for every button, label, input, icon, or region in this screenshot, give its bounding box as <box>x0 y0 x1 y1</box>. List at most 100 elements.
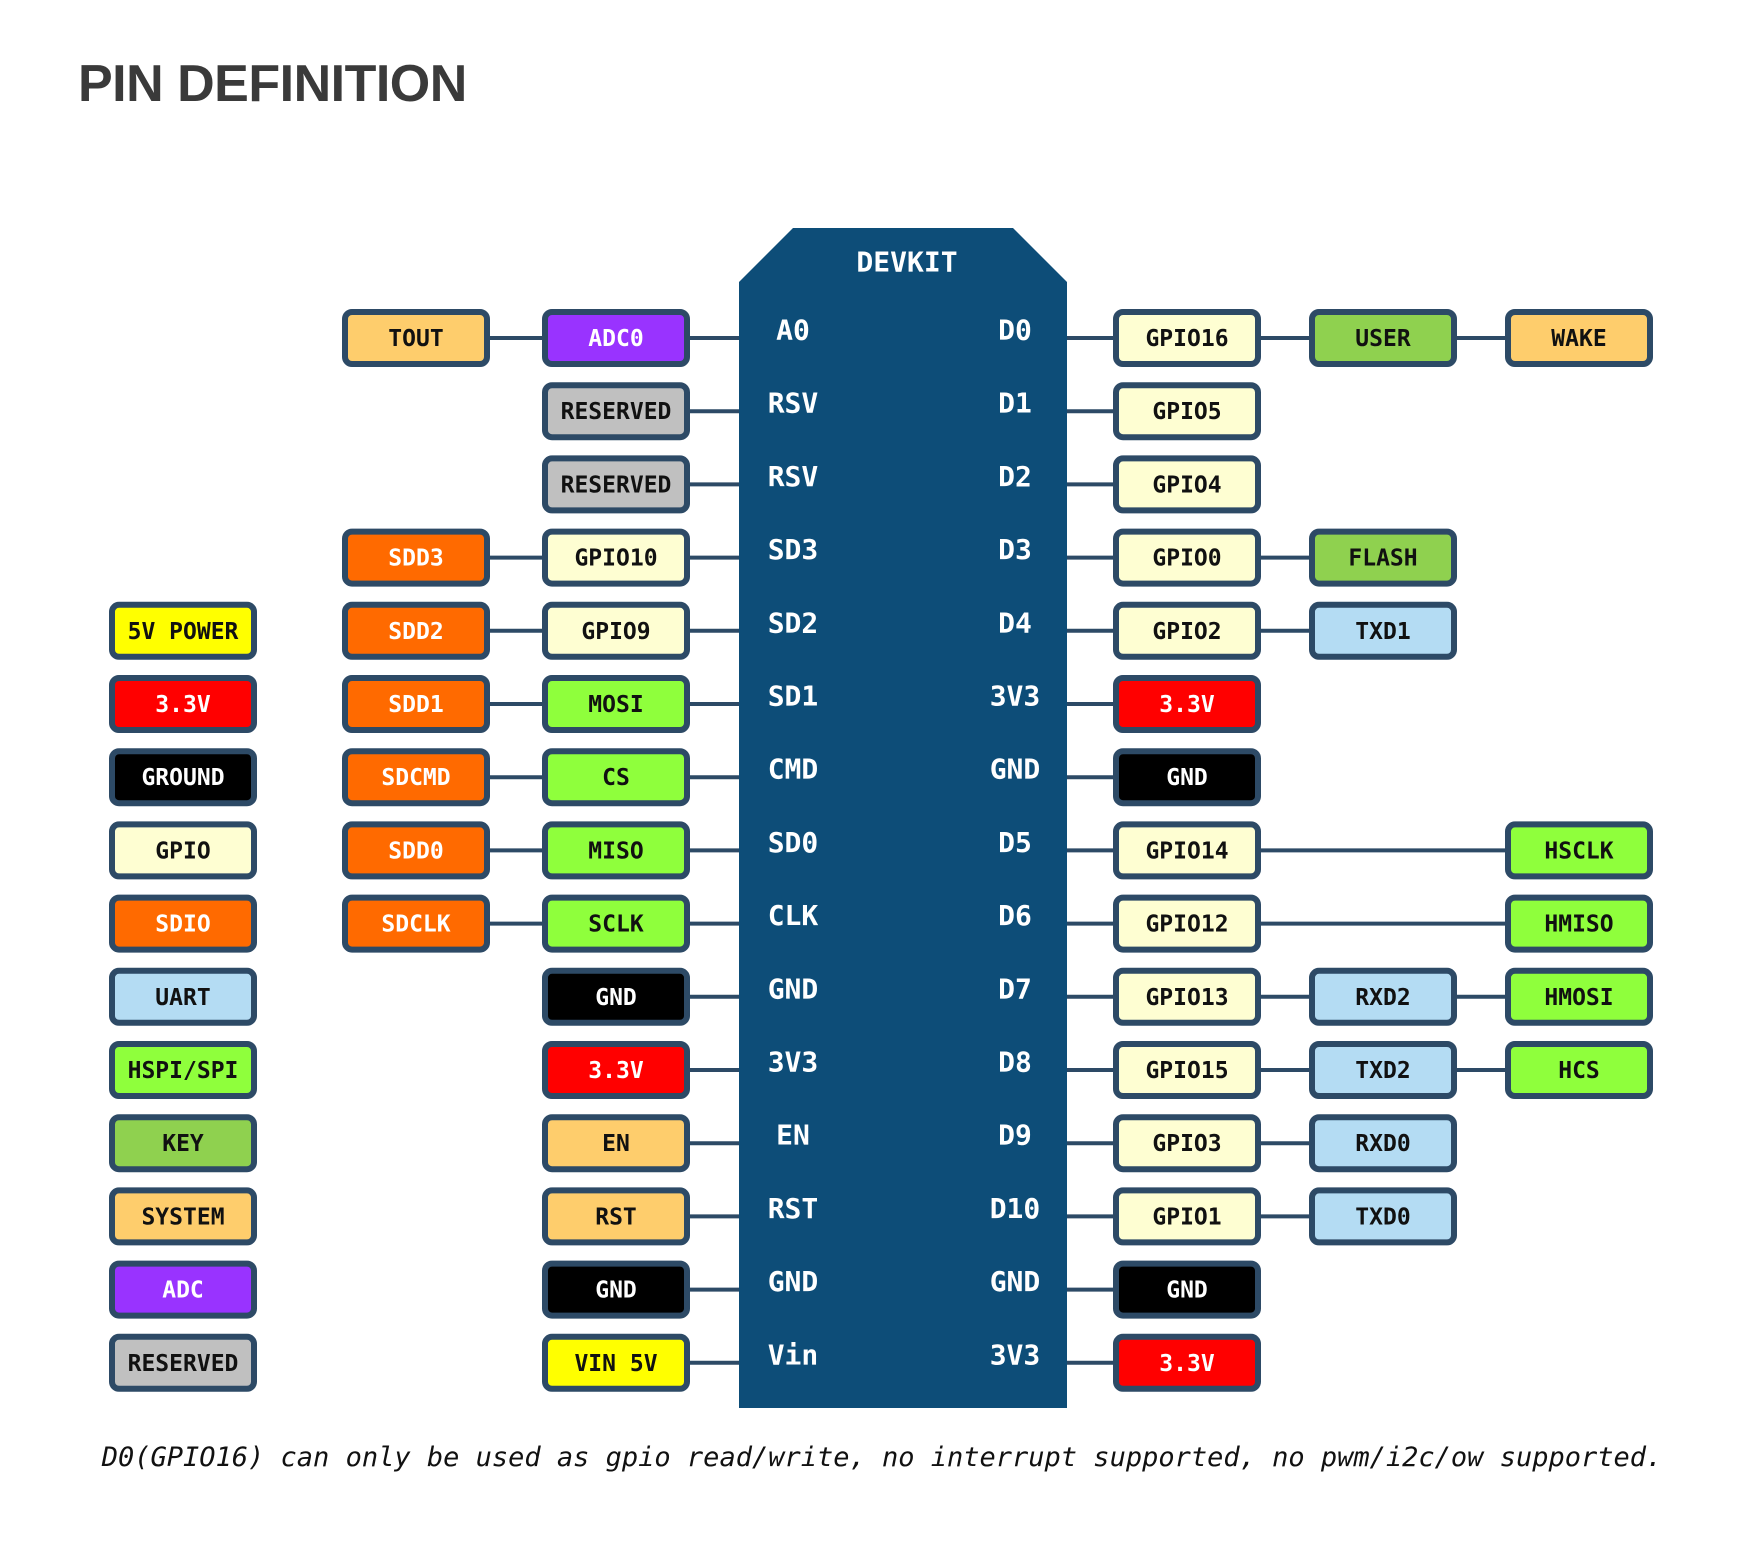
pin-box-gpio12-right-9-bg <box>1113 894 1261 953</box>
pin-box-gpio9-left-5: GPIO9 <box>542 601 690 660</box>
legend-item-system-bg <box>109 1187 257 1246</box>
pin-box-gpio10-left-4: GPIO10 <box>542 528 690 587</box>
legend-item-gpio: GPIO <box>109 821 257 880</box>
board-pin-left-12: EN <box>776 1119 810 1152</box>
pin-box-en-left-12: EN <box>542 1114 690 1173</box>
board-pin-left-11: 3V3 <box>768 1046 819 1079</box>
pin-box-sdd1-left-6: SDD1 <box>342 675 490 733</box>
pin-box-hsclk-right-8-label: HSCLK <box>1544 838 1613 864</box>
pin-box-hmiso-right-9: HMISO <box>1505 894 1653 953</box>
pin-box-reserved-left-2-bg <box>542 382 690 441</box>
pin-box-miso-left-8: MISO <box>542 821 690 880</box>
board-label: DEVKIT <box>856 246 957 279</box>
pin-box-gpio14-right-8: GPIO14 <box>1113 821 1261 880</box>
pin-box-gnd-left-14-bg <box>542 1260 690 1319</box>
board-pin-right-9: D6 <box>998 899 1032 932</box>
legend-item-5v-power-label: 5V POWER <box>128 619 239 645</box>
pin-box-mosi-left-6: MOSI <box>542 675 690 733</box>
pin-box-cs-left-7-bg <box>542 748 690 807</box>
board-pin-left-10: GND <box>768 972 819 1005</box>
pin-box-gpio5-right-2: GPIO5 <box>1113 382 1261 441</box>
pin-box-txd2-right-11-bg <box>1309 1041 1457 1099</box>
pin-box-rst-left-13-label: RST <box>595 1204 637 1230</box>
legend-item-uart: UART <box>109 967 257 1026</box>
pin-box-gnd-left-14-label: GND <box>595 1278 637 1304</box>
board-pin-right-10: D7 <box>998 972 1032 1005</box>
pin-box-gpio16-right-1-label: GPIO16 <box>1145 326 1228 352</box>
legend-item-3-3v: 3.3V <box>109 675 257 733</box>
legend-item-ground: GROUND <box>109 748 257 807</box>
pin-box-gnd-right-7-label: GND <box>1166 765 1208 791</box>
pin-box-sclk-left-9-label: SCLK <box>588 912 644 938</box>
devkit-board <box>739 228 1067 1408</box>
pin-box-txd1-right-5-bg <box>1309 601 1457 660</box>
pin-box-hmiso-right-9-label: HMISO <box>1544 912 1613 938</box>
pin-box-3-3v-right-6-label: 3.3V <box>1159 692 1215 718</box>
pin-box-gpio13-right-10-label: GPIO13 <box>1145 985 1228 1011</box>
pin-box-wake-right-1-bg <box>1505 309 1653 367</box>
pin-box-sdd3-left-4-bg <box>342 528 490 587</box>
pin-box-gpio3-right-12-label: GPIO3 <box>1152 1131 1221 1157</box>
pin-box-gpio12-right-9: GPIO12 <box>1113 894 1261 953</box>
pin-box-txd2-right-11: TXD2 <box>1309 1041 1457 1099</box>
pin-box-rxd2-right-10-label: RXD2 <box>1355 985 1410 1011</box>
legend-item-hspi-spi: HSPI/SPI <box>109 1041 257 1099</box>
pin-box-txd1-right-5: TXD1 <box>1309 601 1457 660</box>
pin-box-gpio16-right-1-bg <box>1113 309 1261 367</box>
board-pin-left-6: SD1 <box>768 680 819 713</box>
legend-item-3-3v-label: 3.3V <box>155 692 211 718</box>
pin-box-rst-left-13-bg <box>542 1187 690 1246</box>
pin-box-3-3v-right-6-bg <box>1113 675 1261 733</box>
legend-item-system: SYSTEM <box>109 1187 257 1246</box>
pin-box-rxd0-right-12-bg <box>1309 1114 1457 1173</box>
pin-box-adc0-left-1-bg <box>542 309 690 367</box>
pin-box-gpio3-right-12-bg <box>1113 1114 1261 1173</box>
legend-item-uart-bg <box>109 967 257 1026</box>
board-pin-left-4: SD3 <box>768 533 819 566</box>
pin-box-flash-right-4-label: FLASH <box>1348 546 1417 572</box>
legend-item-gpio-label: GPIO <box>155 838 210 864</box>
pin-box-gpio16-right-1: GPIO16 <box>1113 309 1261 367</box>
pin-box-gpio14-right-8-bg <box>1113 821 1261 880</box>
pin-box-3-3v-left-11-label: 3.3V <box>588 1058 644 1084</box>
legend-item-5v-power-bg <box>109 601 257 660</box>
pin-box-gpio4-right-3-bg <box>1113 455 1261 514</box>
pin-box-gpio5-right-2-bg <box>1113 382 1261 441</box>
board-pin-right-15: 3V3 <box>990 1338 1041 1371</box>
board-pin-right-4: D3 <box>998 533 1032 566</box>
pin-box-rxd0-right-12: RXD0 <box>1309 1114 1457 1173</box>
pin-box-rxd0-right-12-label: RXD0 <box>1355 1131 1410 1157</box>
pin-box-cs-left-7: CS <box>542 748 690 807</box>
board-pin-left-3: RSV <box>768 460 819 493</box>
board-pin-right-1: D0 <box>998 314 1032 347</box>
pin-box-wake-right-1-label: WAKE <box>1551 326 1606 352</box>
pin-box-sdd2-left-5-label: SDD2 <box>388 619 443 645</box>
pin-box-sdclk-left-9-bg <box>342 894 490 953</box>
pin-box-vin-5v-left-15-label: VIN 5V <box>574 1351 657 1377</box>
board-pin-right-11: D8 <box>998 1046 1032 1079</box>
pin-box-gnd-right-14-bg <box>1113 1260 1261 1319</box>
pin-box-hcs-right-11: HCS <box>1505 1041 1653 1099</box>
legend-item-reserved-label: RESERVED <box>128 1351 239 1377</box>
pin-box-3-3v-right-6: 3.3V <box>1113 675 1261 733</box>
pin-box-hmosi-right-10-bg <box>1505 967 1653 1026</box>
pin-box-gpio4-right-3-label: GPIO4 <box>1152 472 1221 498</box>
pin-box-reserved-left-3-bg <box>542 455 690 514</box>
board-pin-right-12: D9 <box>998 1119 1032 1152</box>
board-pin-left-8: SD0 <box>768 826 819 859</box>
pin-box-flash-right-4: FLASH <box>1309 528 1457 587</box>
pin-box-hmosi-right-10-label: HMOSI <box>1544 985 1613 1011</box>
legend-item-sdio-label: SDIO <box>155 912 210 938</box>
pin-box-sclk-left-9: SCLK <box>542 894 690 953</box>
pin-box-sdcmd-left-7-label: SDCMD <box>381 765 450 791</box>
pin-box-gnd-left-10-bg <box>542 967 690 1026</box>
pin-box-txd2-right-11-label: TXD2 <box>1355 1058 1410 1084</box>
pin-box-sdd2-left-5: SDD2 <box>342 601 490 660</box>
pin-box-gpio5-right-2-label: GPIO5 <box>1152 399 1221 425</box>
board-pin-left-9: CLK <box>768 899 819 932</box>
pin-box-hsclk-right-8: HSCLK <box>1505 821 1653 880</box>
board-pin-left-13: RST <box>768 1192 819 1225</box>
legend-item-ground-bg <box>109 748 257 807</box>
pin-box-hcs-right-11-label: HCS <box>1558 1058 1600 1084</box>
board-pin-right-5: D4 <box>998 606 1032 639</box>
